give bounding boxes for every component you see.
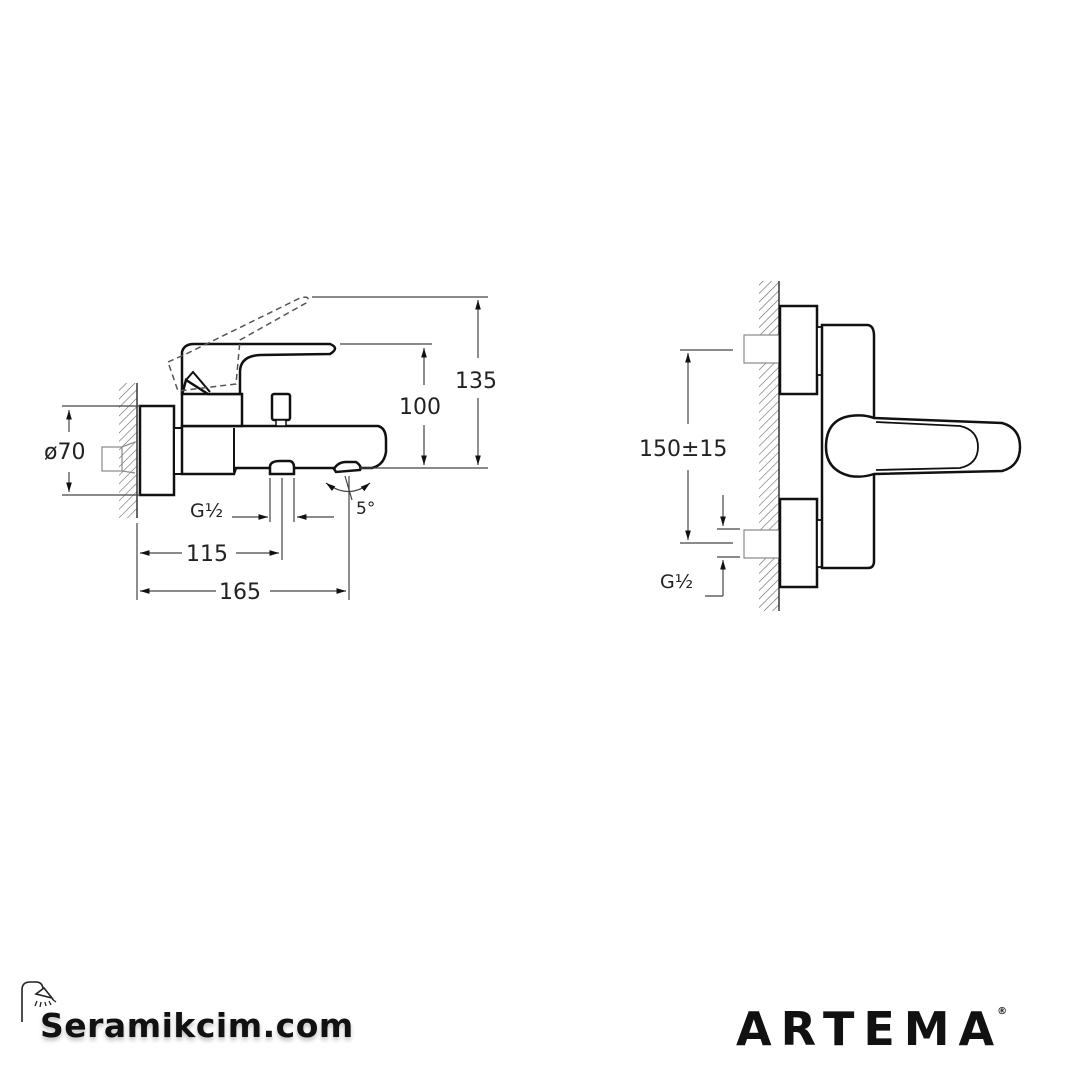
spout-outlet bbox=[332, 460, 362, 474]
side-view: ø70 100 135 G½ 115 165 5° bbox=[44, 296, 497, 605]
dim-spout-angle: 5° bbox=[356, 499, 375, 519]
inlet-pipe-side bbox=[101, 441, 136, 474]
dim-inlet-thread: G½ bbox=[660, 571, 693, 593]
lever-handle bbox=[180, 342, 337, 396]
dim-outlet-thread: G½ bbox=[190, 500, 223, 522]
lever-handle-raised bbox=[167, 296, 309, 392]
registered-mark: ® bbox=[997, 1006, 1008, 1017]
wall-hatch-right bbox=[759, 281, 780, 611]
front-view: 150±15 G½ bbox=[639, 281, 1022, 611]
escutcheon-lower bbox=[778, 497, 819, 589]
artema-wordmark: ARTEMA bbox=[736, 1002, 1004, 1056]
artema-logo: ARTEMA® bbox=[736, 1002, 1007, 1056]
shower-head-icon bbox=[21, 981, 57, 1022]
dimension-lines-side bbox=[62, 296, 488, 600]
dim-diameter: ø70 bbox=[44, 440, 85, 465]
dim-spout-distance: 165 bbox=[219, 580, 261, 605]
escutcheon-side bbox=[138, 404, 176, 497]
bottom-outlet bbox=[268, 459, 296, 476]
dimension-lines-front bbox=[680, 349, 740, 597]
seramikcim-logo: Seramikcim.com bbox=[40, 1006, 354, 1045]
cartridge-housing bbox=[180, 392, 244, 428]
escutcheon-upper bbox=[778, 304, 819, 396]
dim-inlet-spacing: 150±15 bbox=[639, 437, 727, 462]
inlet-pipes-front bbox=[743, 334, 780, 559]
dim-height-handle: 100 bbox=[399, 395, 441, 420]
dim-height-total: 135 bbox=[455, 369, 497, 394]
diverter-knob bbox=[270, 392, 292, 422]
dim-outlet-distance: 115 bbox=[186, 542, 228, 567]
